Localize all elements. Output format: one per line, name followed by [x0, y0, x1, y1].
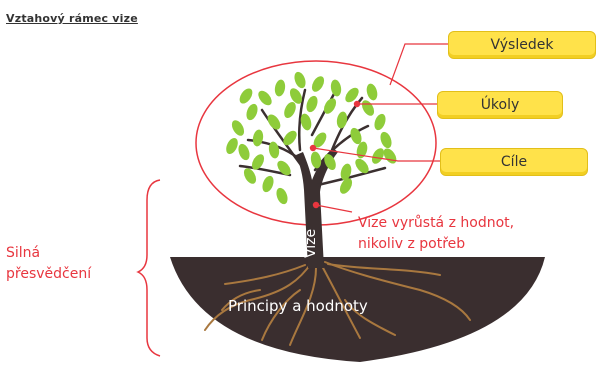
dot-vize — [313, 202, 319, 208]
leaf — [372, 112, 387, 131]
leaf — [229, 118, 246, 138]
leaf — [359, 98, 376, 118]
leaf — [281, 128, 300, 147]
connector-vize — [316, 205, 352, 212]
connector-vysledek — [390, 44, 448, 85]
brace-label-line-2: přesvědčení — [6, 264, 91, 285]
dot-cile — [310, 145, 316, 151]
leaf — [336, 111, 349, 129]
leaf — [369, 146, 386, 166]
leaf — [381, 146, 399, 166]
label-ukoly: Úkoly — [437, 91, 563, 119]
leaf — [252, 129, 265, 147]
leaf — [236, 142, 251, 161]
leaf — [330, 79, 343, 97]
label-vysledek: Výsledek — [448, 31, 596, 59]
leaf — [292, 70, 307, 89]
label-cile: Cíle — [440, 148, 588, 176]
annotation-line-1: Vize vyrůstá z hodnot, — [358, 213, 514, 234]
annotation-line-2: nikoliv z potřeb — [358, 234, 465, 255]
leaf — [378, 130, 393, 149]
leaf — [274, 79, 287, 97]
leaf — [244, 102, 259, 121]
leaf — [260, 174, 275, 193]
roots-label: Principy a hodnoty — [228, 297, 368, 315]
brace-label-line-1: Silná — [6, 243, 40, 264]
leaf — [309, 74, 326, 94]
trunk-label-vize: Vize — [303, 229, 319, 258]
left-brace — [138, 180, 160, 356]
leaf — [304, 94, 319, 113]
leaf — [224, 136, 240, 156]
leaf — [365, 82, 379, 101]
dot-ukoly — [354, 101, 360, 107]
leaf — [274, 186, 289, 205]
leaf — [256, 88, 275, 107]
leaf — [282, 100, 298, 120]
diagram-title: Vztahový rámec vize — [6, 12, 138, 25]
leaf — [237, 86, 255, 106]
